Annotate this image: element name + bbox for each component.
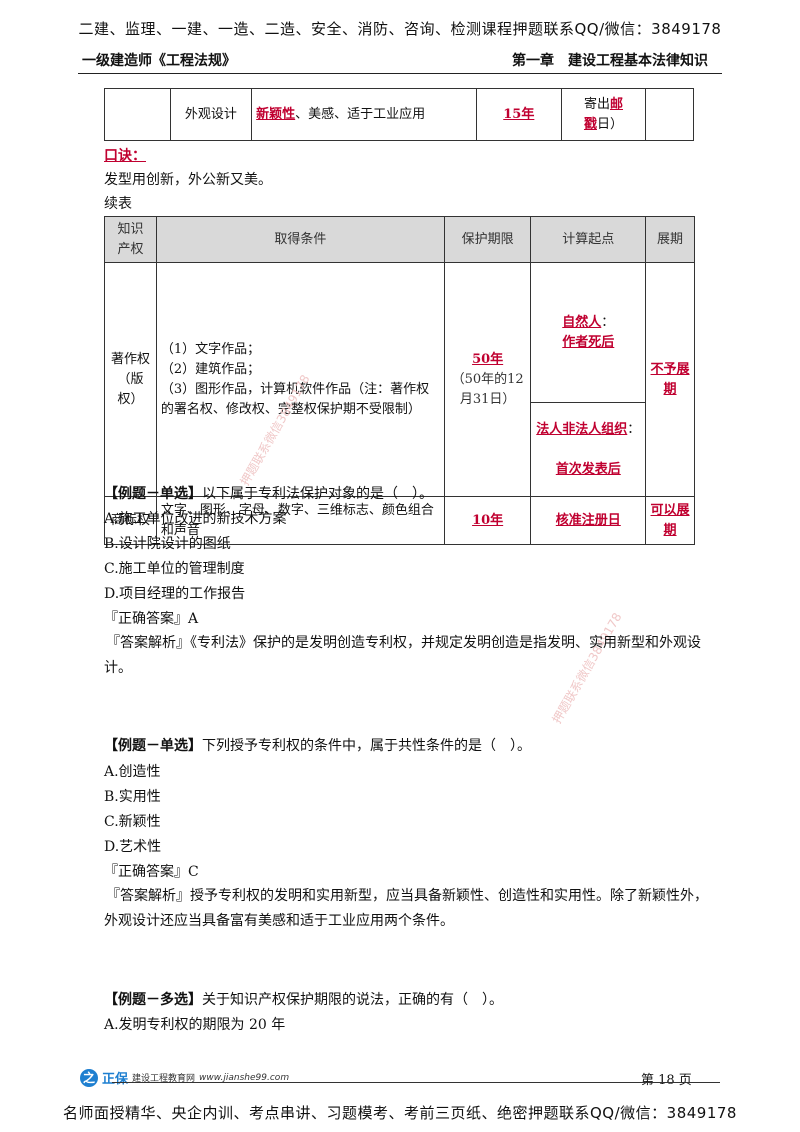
q2-stem-line: 【例题－单选】下列授予专利权的条件中，属于共性条件的是（ ）。: [104, 736, 531, 756]
q1-analysis: 『答案解析』《专利法》保护的是发明创造专利权，并规定发明创造是指发明、实用新型和…: [104, 635, 701, 676]
copyright-renew-value: 不予展期: [650, 361, 690, 397]
trademark-term: 10年: [443, 496, 532, 545]
q1-stem-line: 【例题－单选】以下属于专利法保护对象的是（ ）。: [104, 484, 433, 504]
copyright-start-natural: 自然人： 作者死后: [530, 262, 647, 403]
q1-stem: 以下属于专利法保护对象的是（ ）。: [202, 486, 433, 502]
start-natural-colon: ：: [601, 314, 615, 330]
q3-label: 【例题－多选】: [104, 992, 202, 1008]
table1-start-pre: 寄出: [583, 96, 610, 112]
trademark-start-value: 核准注册日: [555, 512, 621, 528]
th-renew: 展期: [645, 216, 695, 263]
logo-url: www.jianshe99.com: [199, 1072, 290, 1083]
continued-label: 续表: [104, 196, 132, 212]
logo-brand: 正保: [102, 1072, 129, 1087]
q3-stem-line: 【例题－多选】关于知识产权保护期限的说法，正确的有（ ）。: [104, 990, 503, 1010]
copyright-cond-2: （2）建筑作品；: [160, 361, 261, 377]
mnemonic-text: 发型用创新，外公新又美。: [104, 172, 272, 188]
q1-option-d: D.项目经理的工作报告: [104, 586, 246, 602]
copyright-cond-1: （1）文字作品；: [160, 341, 261, 357]
th-condition: 取得条件: [155, 216, 445, 263]
q2-option-d: D.艺术性: [104, 839, 162, 855]
header-rule: [78, 73, 722, 74]
footer-logo[interactable]: 之 正保 建设工程教育网 www.jianshe99.com: [80, 1068, 289, 1087]
start-first-publish: 首次发表后: [555, 461, 621, 477]
bottom-banner: 名师面授精华、央企内训、考点串讲、习题模考、考前三页纸、绝密押题联系QQ/微信：…: [63, 1104, 737, 1122]
table1-term-value: 15年: [503, 106, 535, 122]
table1-type: 外观设计: [169, 88, 253, 141]
q2-analysis: 『答案解析』授予专利权的发明和实用新型，应当具备新颖性、创造性和实用性。除了新颖…: [104, 888, 708, 929]
copyright-start-legal: 法人非法人组织： 首次发表后: [530, 402, 647, 497]
logo-mark-icon: 之: [80, 1068, 98, 1087]
table1-start-post: 日）: [596, 116, 623, 132]
th-term: 保护期限: [443, 216, 532, 263]
table1-cond-red: 新颖性: [256, 106, 296, 122]
q2-option-a: A.创造性: [104, 764, 161, 780]
top-banner: 二建、监理、一建、一造、二造、安全、消防、咨询、检测课程押题联系QQ/微信：38…: [78, 20, 722, 38]
q1-option-a: A.施工单位改进的新技术方案: [104, 511, 287, 527]
copyright-name: 著作权（版权）: [104, 262, 157, 497]
start-legal-colon: ：: [627, 421, 641, 437]
copyright-term-note: （50年的12月31日）: [451, 371, 524, 407]
q2-answer: 『正确答案』C: [104, 864, 199, 880]
q2-label: 【例题－单选】: [104, 738, 202, 754]
q1-label: 【例题－单选】: [104, 486, 202, 502]
start-after-death: 作者死后: [562, 334, 615, 350]
logo-subtitle: 建设工程教育网: [132, 1074, 196, 1084]
header-chapter-title: 第一章 建设工程基本法律知识: [512, 53, 708, 69]
q1-option-b: B.设计院设计的图纸: [104, 536, 231, 552]
table1-cond-rest: 、美感、适于工业应用: [295, 106, 426, 122]
start-legal-person: 法人非法人组织: [536, 421, 628, 437]
table1-empty-cell: [104, 88, 171, 141]
th-ip-line2: 产权: [117, 241, 144, 257]
q3-option-a: A.发明专利权的期限为 20 年: [104, 1017, 286, 1033]
q2-stem: 下列授予专利权的条件中，属于共性条件的是（ ）。: [202, 738, 531, 754]
q3-stem: 关于知识产权保护期限的说法，正确的有（ ）。: [202, 992, 503, 1008]
trademark-condition: 文字、图形、字母、数字、三维标志、颜色组合和声音: [155, 496, 445, 545]
copyright-term: 50年 （50年的12月31日）: [443, 262, 532, 497]
th-ip-line1: 知识: [117, 221, 144, 237]
q1-option-c: C.施工单位的管理制度: [104, 561, 245, 577]
copyright-term-value: 50年: [472, 351, 504, 367]
trademark-renew-value: 可以展期: [650, 502, 690, 538]
table1-start-red: 邮: [609, 96, 623, 112]
th-start: 计算起点: [530, 216, 647, 263]
table1-start-red2: 戳: [583, 116, 597, 132]
patent-design-table: 外观设计 新颖性、美感、适于工业应用 15年 寄出邮戳日）: [104, 88, 695, 141]
trademark-renew: 可以展期: [645, 496, 695, 545]
page-number: 第 18 页: [641, 1073, 692, 1088]
q1-answer: 『正确答案』A: [104, 611, 199, 627]
copyright-cond-3: （3）图形作品，计算机软件作品（注：著作权的署名权、修改权、完整权保护期不受限制…: [160, 381, 430, 417]
q2-option-c: C.新颖性: [104, 814, 161, 830]
start-natural-person: 自然人: [562, 314, 602, 330]
th-ip: 知识产权: [104, 216, 157, 263]
table1-condition: 新颖性、美感、适于工业应用: [251, 88, 477, 141]
table1-renew: [644, 88, 695, 141]
copyright-renew: 不予展期: [645, 262, 695, 497]
mnemonic-label: 口诀：: [104, 148, 146, 164]
q2-option-b: B.实用性: [104, 789, 161, 805]
ip-protection-table: 知识产权 取得条件 保护期限 计算起点 展期 著作权（版权） （1）文字作品； …: [104, 216, 695, 545]
footer-rule: [112, 1082, 720, 1083]
trademark-term-value: 10年: [472, 512, 504, 528]
trademark-start: 核准注册日: [530, 496, 647, 545]
table1-term: 15年: [475, 88, 563, 141]
header-book-title: 一级建造师《工程法规》: [82, 53, 236, 69]
copyright-conditions: （1）文字作品； （2）建筑作品； （3）图形作品，计算机软件作品（注：著作权的…: [155, 262, 445, 497]
table1-start: 寄出邮戳日）: [561, 88, 646, 141]
